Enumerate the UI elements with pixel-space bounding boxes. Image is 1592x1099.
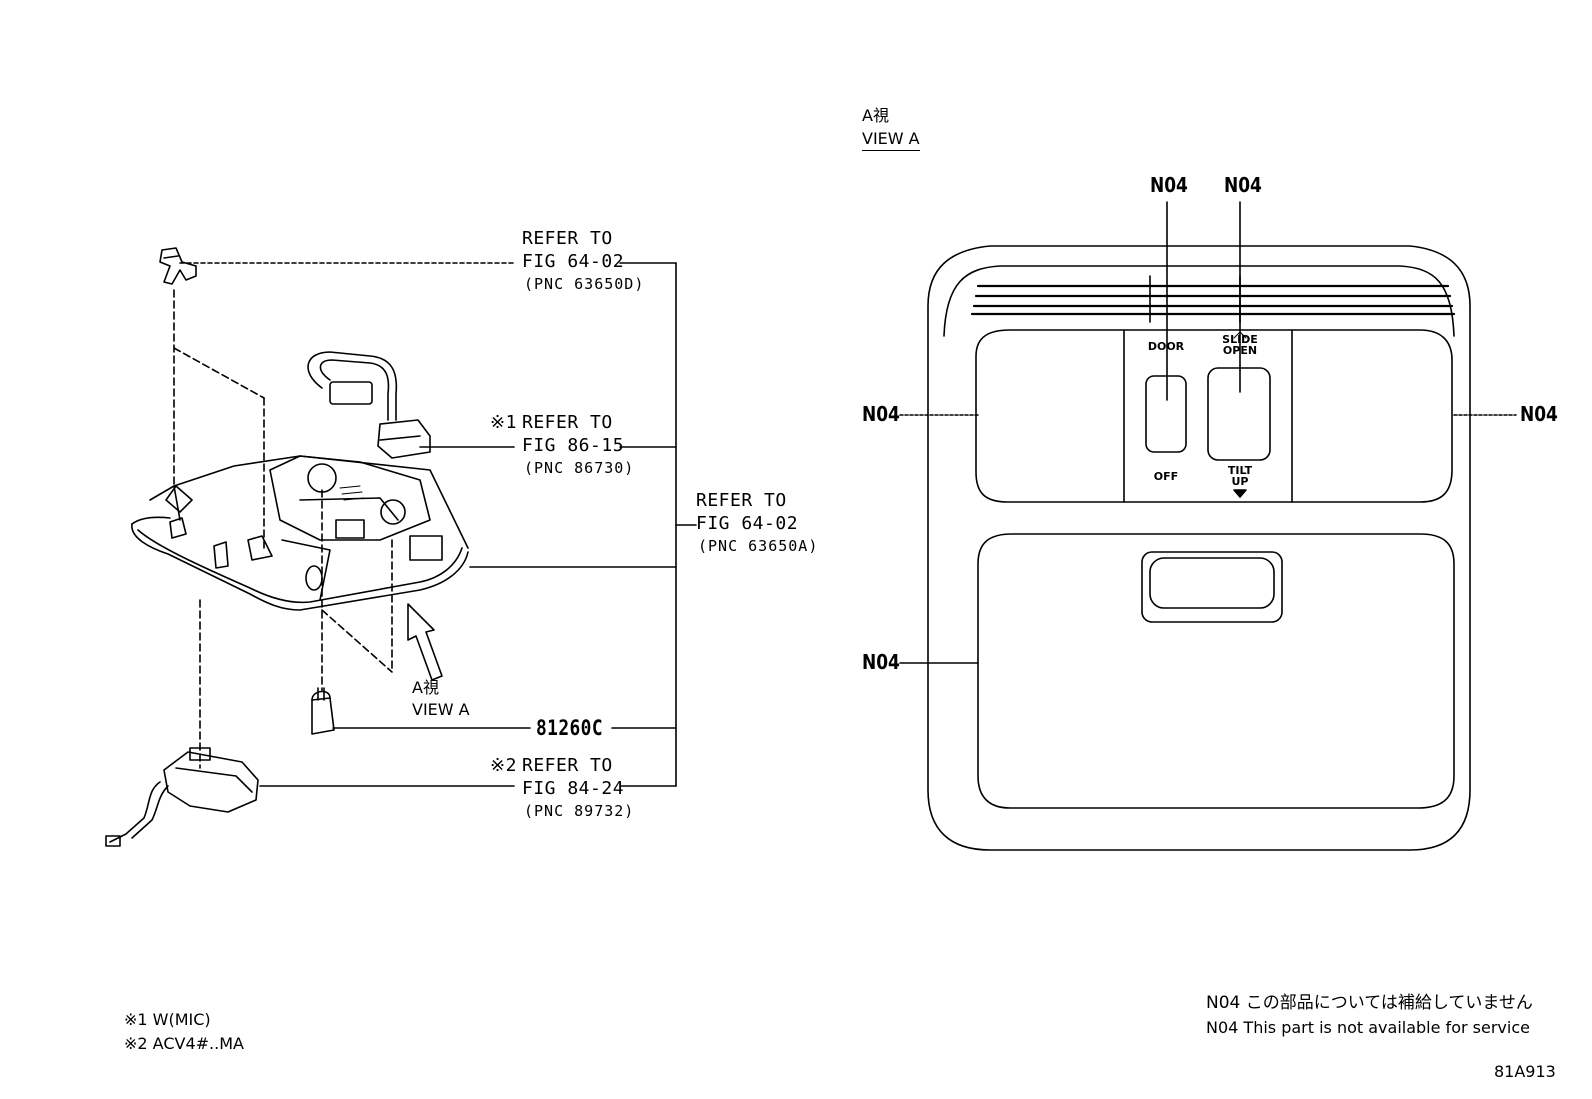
ref4-marker: ※2 xyxy=(490,755,517,776)
ref1-line1: REFER TO xyxy=(522,228,613,249)
right-view-label-en: VIEW A xyxy=(862,131,920,151)
note-en: N04 This part is not available for servi… xyxy=(1206,1018,1530,1037)
note-jp: N04 この部品については補給していません xyxy=(1206,993,1533,1013)
part-number-81260c: 81260C xyxy=(536,716,604,740)
callout-n04-right: N04 xyxy=(1520,402,1558,426)
sensor-unit xyxy=(105,747,259,847)
door-label: DOOR xyxy=(1147,340,1185,353)
callout-n04-lower: N04 xyxy=(862,650,900,674)
right-view-label-jp: A視 xyxy=(862,106,889,125)
ref2-line2: FIG 86-15 xyxy=(522,435,625,456)
ref2-pnc: (PNC 86730) xyxy=(524,459,635,477)
leader-lines xyxy=(179,262,697,787)
ref3-pnc: (PNC 63650A) xyxy=(698,537,819,555)
ref1-line2: FIG 64-02 xyxy=(522,251,625,272)
left-view-label-jp: A視 xyxy=(412,678,439,697)
callout-n04-left: N04 xyxy=(862,402,900,426)
dashed-guides xyxy=(173,289,393,769)
console-front-view xyxy=(927,245,1471,851)
tilt-up-label: TILT UP xyxy=(1227,464,1253,488)
left-view-label-en: VIEW A xyxy=(412,700,470,719)
callout-lines xyxy=(899,201,1517,664)
ref3-line2: FIG 64-02 xyxy=(696,513,799,534)
ref1-pnc: (PNC 63650D) xyxy=(524,275,645,293)
slide-open-label: SLIDE OPEN xyxy=(1222,333,1258,357)
bulb-part xyxy=(311,687,335,735)
callout-n04-slide: N04 xyxy=(1224,173,1262,197)
ref3-line1: REFER TO xyxy=(696,490,787,511)
ref4-line1: REFER TO xyxy=(522,755,613,776)
view-arrow xyxy=(407,603,443,681)
ref2-line1: REFER TO xyxy=(522,412,613,433)
console-housing xyxy=(131,455,469,611)
figure-id: 81A913 xyxy=(1494,1062,1556,1081)
off-label: OFF xyxy=(1153,470,1179,483)
ref2-marker: ※1 xyxy=(490,412,517,433)
footnote-1: ※1 W(MIC) xyxy=(124,1010,211,1029)
wire-harness xyxy=(307,351,431,459)
ref4-line2: FIG 84-24 xyxy=(522,778,625,799)
footnote-2: ※2 ACV4#..MA xyxy=(124,1034,244,1053)
clip-part xyxy=(159,247,197,285)
callout-n04-door: N04 xyxy=(1150,173,1188,197)
ref4-pnc: (PNC 89732) xyxy=(524,802,635,820)
